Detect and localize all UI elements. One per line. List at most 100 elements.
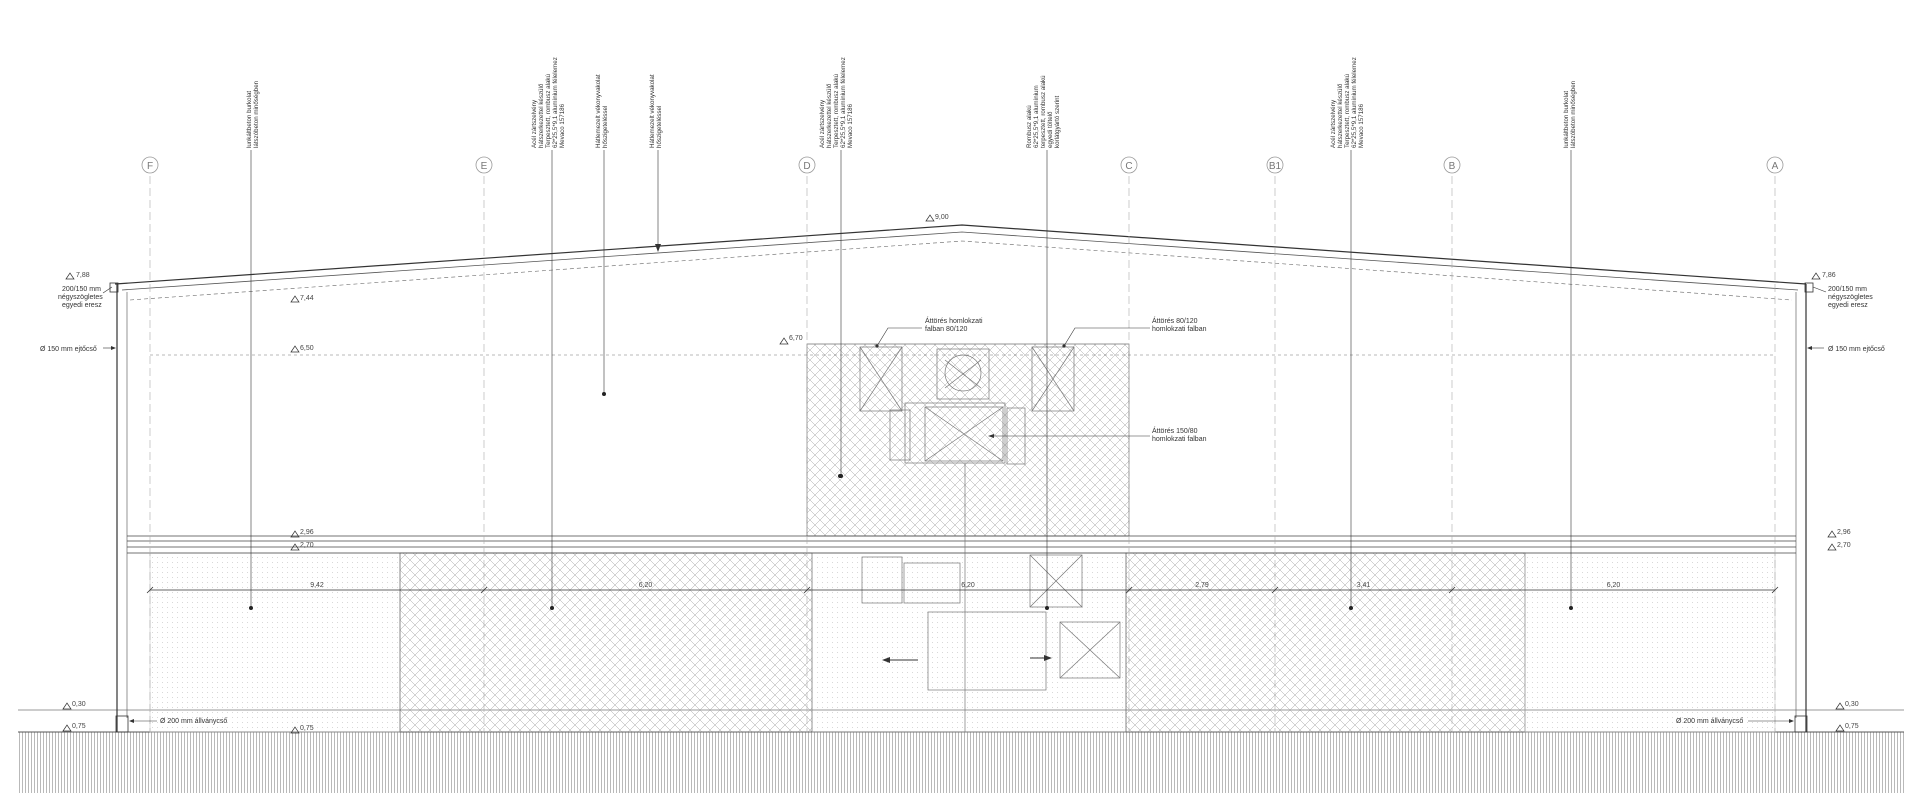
axis-bubble-d (798, 156, 816, 174)
axis-label-f: F (147, 161, 153, 172)
axis-label-a: A (1772, 161, 1779, 172)
dimension-value-2: 6,20 (639, 582, 653, 589)
vnote-4: Hátlemezelt vékonyvakolat hőszigetelésse… (649, 74, 663, 252)
vnote-6-line2: 62*25,5*9,1 alumínium (1033, 85, 1040, 148)
dimension-value-5: 3,41 (1357, 582, 1371, 589)
elev-marker-upper: 6,70 (779, 335, 803, 345)
note-opening-3-line1: Áttörés 150/80 (1152, 426, 1198, 435)
vnote-4-line2: hőszigeteléssel (656, 106, 663, 148)
vnote-2-line5: Mevaco 157186 (559, 103, 566, 148)
flow-arrow-right-head (1044, 655, 1052, 661)
axis-label-b1: B1 (1269, 161, 1282, 172)
note-opening-2: Áttörés 80/120 homlokzati falban (1062, 316, 1207, 348)
elev-eaves-right: 7,86 (1822, 272, 1836, 279)
elev-marker-eaves-right: 7,86 (1811, 272, 1836, 280)
axis-bubble-f (141, 156, 159, 174)
elev-marker-ground: 0,30 0,30 (62, 701, 1859, 710)
dimension-value-3: 6,20 (961, 582, 975, 589)
note-gutter-left: 200/150 mm négyszögletes egyedi eresz (58, 286, 113, 309)
note-standpipe-left-text: Ø 200 mm állványcső (160, 718, 227, 725)
flow-arrow-left-head (882, 657, 890, 663)
axis-label-e: E (481, 161, 488, 172)
vnote-6: Rombusz alakú 62*25,5*9,1 alumínium terp… (1026, 75, 1061, 610)
note-standpipe-left: Ø 200 mm állványcső (129, 718, 227, 725)
note-downpipe-left: Ø 150 mm ejtőcső (40, 346, 116, 353)
vnote-7: Acél zártszelvény hátszerkezettel készül… (1330, 57, 1365, 610)
note-standpipe-right-text: Ø 200 mm állványcső (1676, 718, 1743, 725)
elev-beam-bottom-left: 2,70 (300, 542, 314, 549)
elev-base-left: 0,75 (72, 723, 86, 730)
vnote-5-line5: Mevaco 157186 (847, 103, 854, 148)
roof-outer (114, 224, 1807, 285)
vnote-3-line2: hőszigeteléssel (602, 106, 609, 148)
elev-eaves-left: 7,88 (76, 272, 90, 279)
vnote-4-line1: Hátlemezelt vékonyvakolat (649, 74, 656, 148)
vnote-1-line1: lunkáltbeton burkolat (246, 91, 253, 148)
lower-panel-mesh-1 (399, 552, 813, 733)
dimension-tick-3 (1125, 586, 1133, 594)
elev-crane: 6,50 (300, 345, 314, 352)
dimension-value-6: 6,20 (1607, 582, 1621, 589)
axis-label-d: D (803, 161, 810, 172)
note-gutter-left-2: négyszögletes (58, 294, 103, 301)
vnote-2-line2: hátszerkezettel készülő (538, 83, 545, 148)
leader-dot-upper-panel (838, 474, 842, 478)
lower-panel-dots-left (149, 552, 401, 733)
dimension-tick-6 (1771, 586, 1779, 594)
gutter-right (1804, 282, 1814, 293)
elev-marker-beam-top: 2,96 2,96 (290, 529, 1851, 538)
axis-bubble-e (475, 156, 493, 174)
vnote-7-line3: Terpesztett, rombusz alakú (1344, 74, 1351, 148)
roof-inner (121, 231, 1799, 291)
axis-bubble-b (1443, 156, 1461, 174)
note-opening-2-line1: Áttörés 80/120 (1152, 316, 1198, 325)
upper-mesh-panel (806, 343, 1130, 537)
note-gutter-right-3: egyedi eresz (1828, 302, 1868, 309)
dimension-tick-4 (1271, 586, 1279, 594)
vnote-5-line4: 62*25,5*9,1 alumínium félelemez (840, 57, 847, 148)
vnote-6-line4: egyedi töltelő (1047, 111, 1054, 148)
lower-panel-dots-right (1524, 552, 1776, 733)
equipment-group (859, 346, 1121, 732)
note-downpipe-left-text: Ø 150 mm ejtőcső (40, 346, 97, 353)
note-opening-1: Áttörés homlokzati falban 80/120 (875, 316, 983, 348)
vnote-7-line4: 62*25,5*9,1 alumínium félelemez (1351, 57, 1358, 148)
note-gutter-right: 200/150 mm négyszögletes egyedi eresz (1812, 286, 1873, 309)
vnote-6-line3: terpesztett, rombusz alakú (1040, 75, 1047, 148)
note-gutter-left-1: 200/150 mm (62, 286, 101, 293)
note-gutter-left-3: egyedi eresz (62, 302, 102, 309)
axis-bubble-c (1120, 156, 1138, 174)
vnote-7-line2: hátszerkezettel készülő (1337, 83, 1344, 148)
axis-label-b: B (1449, 161, 1456, 172)
vnote-5-line3: Terpesztett, rombusz alakú (833, 74, 840, 148)
lower-panel-dots-center (811, 552, 1127, 733)
vnote-8-line1: lunkáltbeton burkolat (1563, 91, 1570, 148)
vnote-7-line5: Mevaco 157186 (1358, 103, 1365, 148)
elev-marker-crane: 6,50 (290, 345, 314, 353)
vnote-6-line5: korlátgyártó szerint (1054, 95, 1061, 148)
note-gutter-right-2: négyszögletes (1828, 294, 1873, 301)
axis-bubble-b1 (1266, 156, 1284, 174)
elev-inner-top: 7,44 (300, 295, 314, 302)
ground-hatch (18, 732, 1904, 793)
elev-marker-ridge: 9,00 (925, 214, 949, 222)
gutter-left (109, 282, 119, 293)
elev-ground-left: 0,30 (72, 701, 86, 708)
dimension-tick-1 (480, 586, 488, 594)
roof-dashed (129, 240, 1793, 301)
vnote-2-line4: 62*25,5*9,1 alumínium félelemez (552, 57, 559, 148)
elev-marker-eaves-left: 7,88 (65, 272, 90, 280)
elev-base-right: 0,75 (1845, 723, 1859, 730)
axis-bubble-a (1766, 156, 1784, 174)
elev-marker-beam-bottom: 2,70 2,70 (290, 542, 1851, 551)
elev-beam-top-right: 2,96 (1837, 529, 1851, 536)
note-opening-2-line2: homlokzati falban (1152, 326, 1207, 333)
vnote-8-line2: látszóbeton minőségben (1570, 80, 1577, 148)
dimension-value-1: 9,42 (310, 582, 324, 589)
vnote-6-line1: Rombusz alakú (1026, 105, 1033, 148)
vnote-2: Acél zártszelvény hátszerkezettel készül… (531, 57, 566, 610)
elev-beam-top-left: 2,96 (300, 529, 314, 536)
elev-marker-inner-top: 7,44 (290, 295, 314, 303)
